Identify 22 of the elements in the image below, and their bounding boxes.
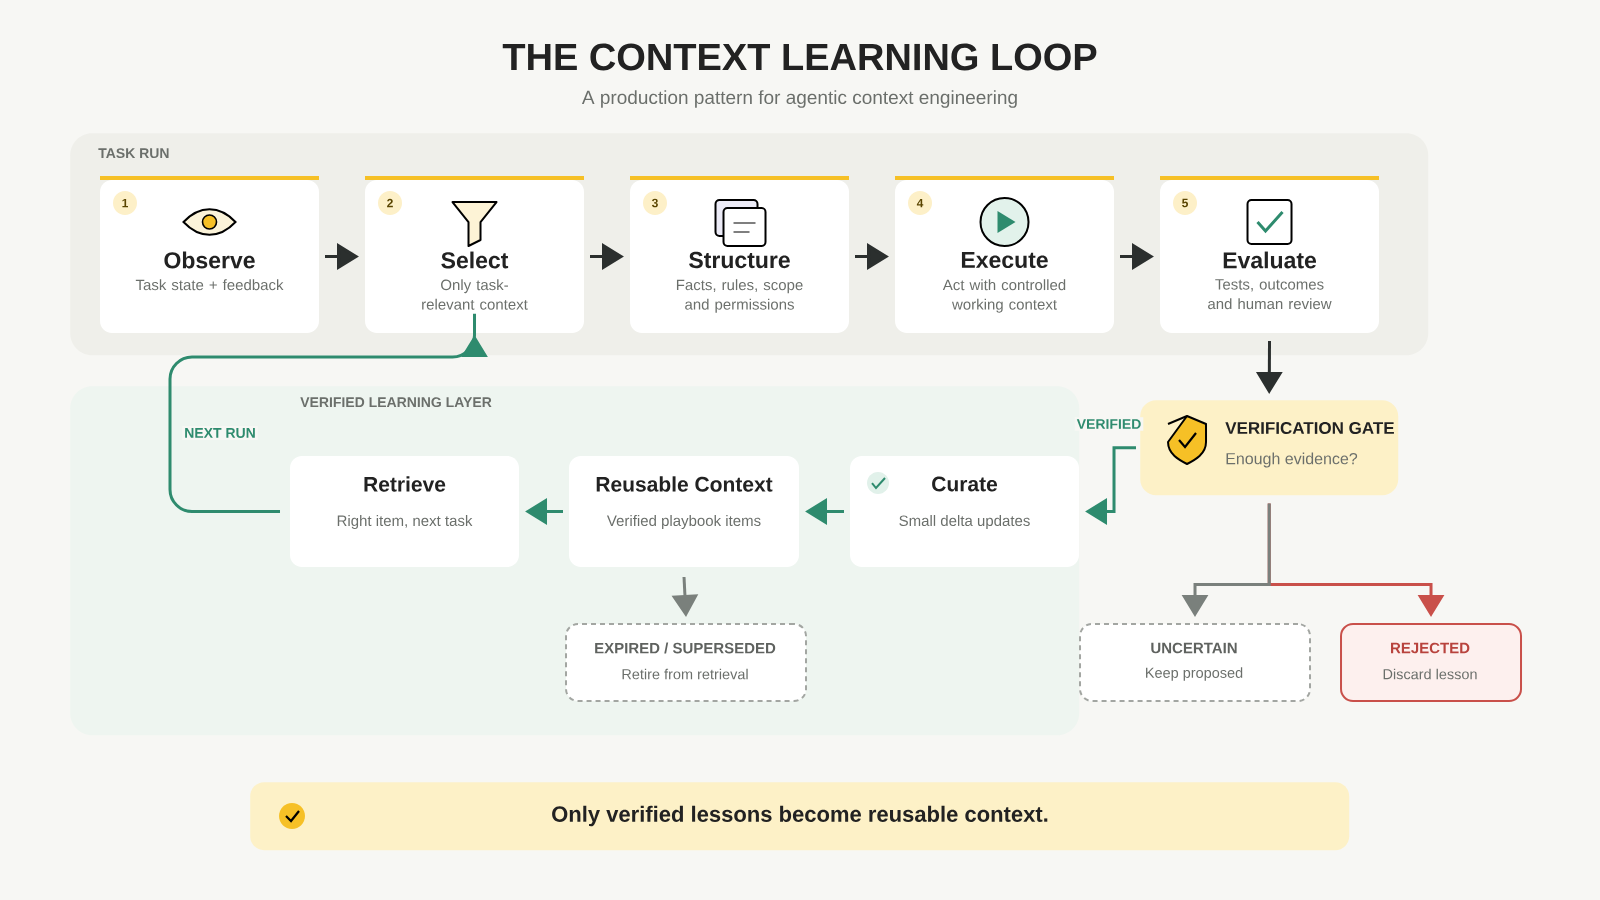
takeaway-banner: Only verified lessons become reusable context. — [250, 782, 1350, 851]
outcome-box: UNCERTAIN Keep proposed — [1079, 623, 1311, 702]
step-card: 3 Structure Facts, rules, scope and permissions — [630, 176, 849, 333]
subtitle: A production pattern for agentic context engineering — [581, 90, 1017, 108]
title: THE CONTEXT LEARNING LOOP — [502, 43, 1097, 71]
step-number: 2 — [378, 191, 402, 215]
step-card: 4 Execute Act with controlled working context — [895, 176, 1114, 333]
step-card: 1 Observe Task state + feedback — [100, 176, 319, 333]
step-number: 4 — [908, 191, 932, 215]
step-card: 2 Select Only task-relevant context — [365, 176, 584, 333]
stage-card: Curate Small delta updates — [850, 456, 1079, 567]
stage-card: Retrieve Right item, next task — [290, 456, 519, 567]
gate-box: VERIFICATION GATE Enough evidence? — [1140, 400, 1399, 496]
edge-label: VERIFIED — [1074, 417, 1144, 431]
outcome-box: EXPIRED / SUPERSEDED Retire from retrieval — [565, 623, 807, 702]
stage-card: Reusable Context Verified playbook items — [569, 456, 799, 567]
outcome-box: REJECTED Discard lesson — [1340, 623, 1522, 702]
step-number: 5 — [1173, 191, 1197, 215]
step-number: 1 — [113, 191, 137, 215]
edge-label: NEXT RUN — [182, 426, 258, 440]
step-card: 5 Evaluate Tests, outcomes and human review — [1160, 176, 1379, 333]
step-number: 3 — [643, 191, 667, 215]
